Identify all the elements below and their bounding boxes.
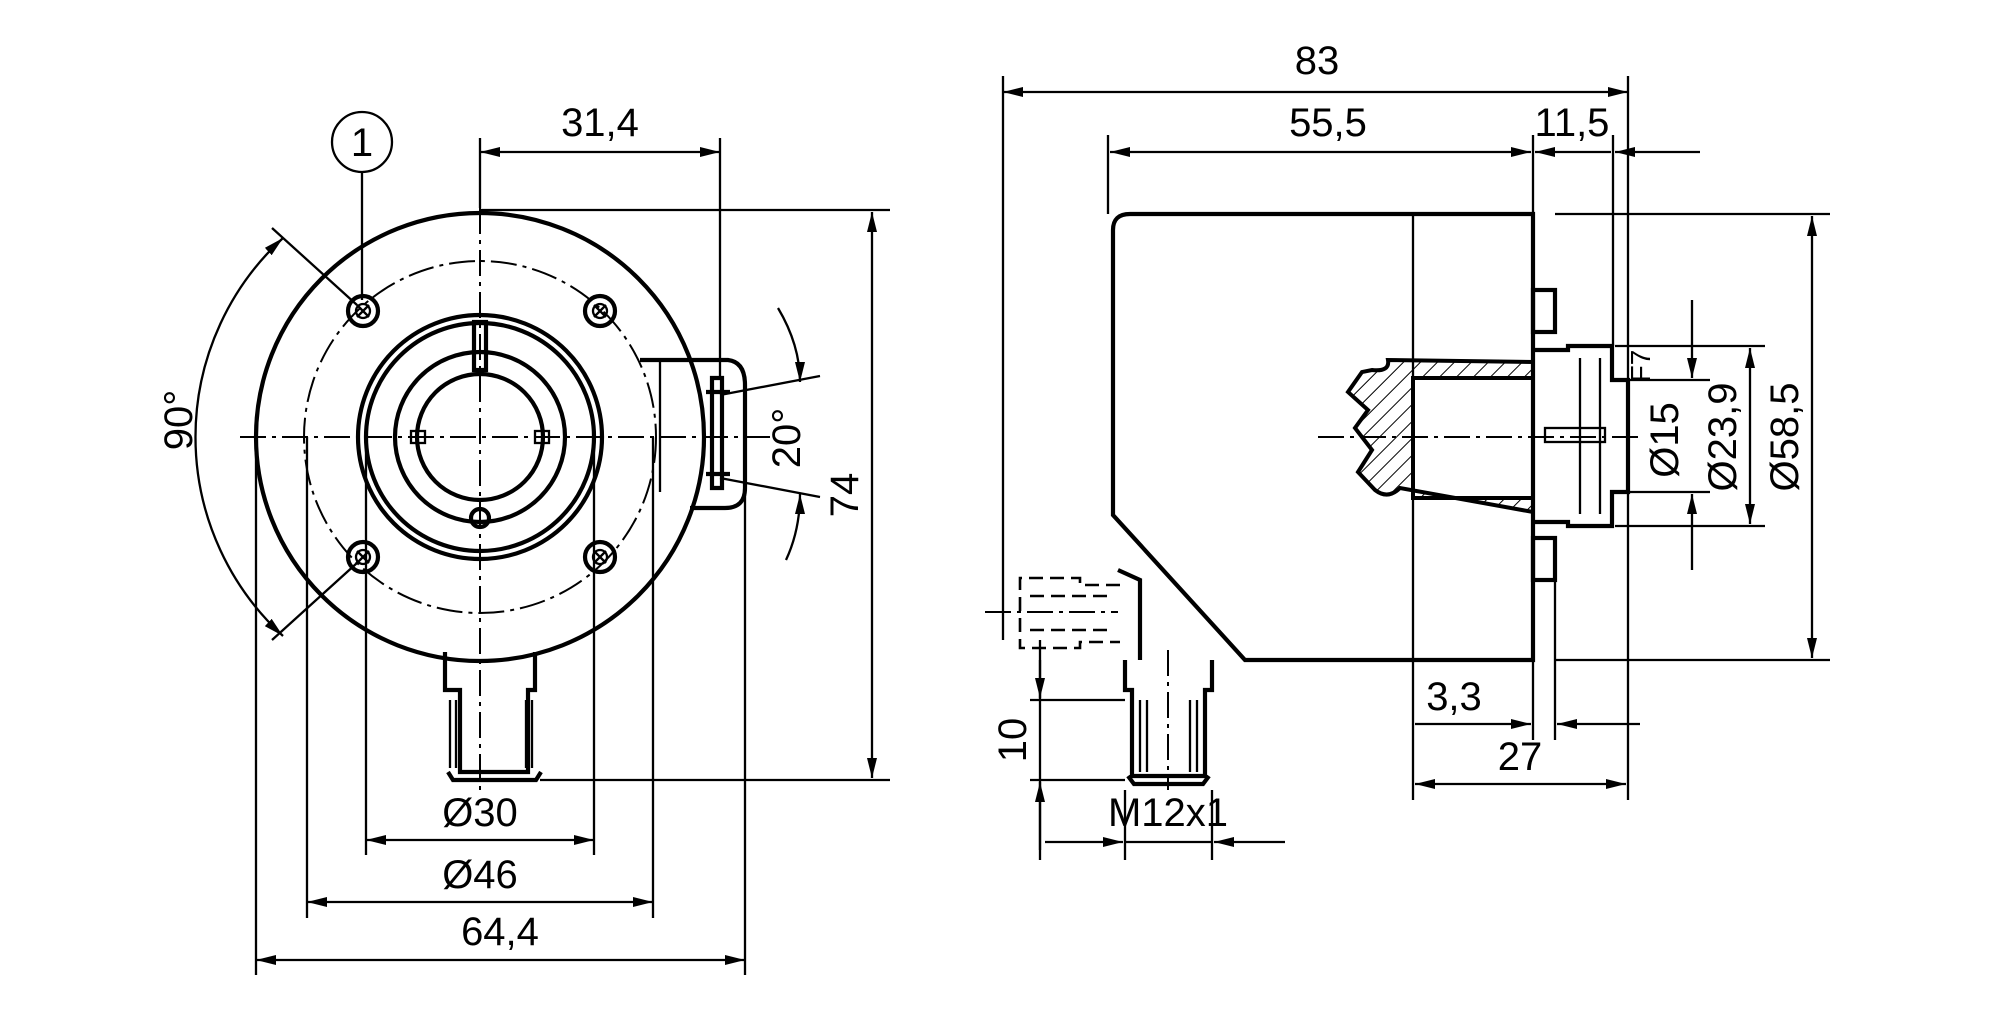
dim-label-bore-diameter: Ø15 — [1643, 402, 1687, 478]
angle-ext-line — [719, 374, 821, 397]
dim-label-housing-diameter: Ø58,5 — [1763, 383, 1807, 492]
angle-label-bolts: 90° — [157, 390, 201, 451]
front-connector — [442, 652, 543, 783]
dim-label-bore-tolerance: F7 — [1625, 350, 1656, 383]
angle-bolts-arc — [194, 237, 284, 637]
dim-label-shaft-depth: 27 — [1498, 735, 1543, 779]
clamp-slot — [706, 375, 730, 491]
callout-label: 1 — [351, 121, 373, 165]
dim-label-connector-thread: M12x1 — [1108, 791, 1228, 835]
dim-label-overall-width: 64,4 — [461, 910, 539, 954]
angle-connector-arc-top — [777, 307, 805, 383]
dim-label-body-length: 55,5 — [1289, 101, 1367, 145]
dim-label-offset: 3,3 — [1426, 675, 1482, 719]
dim-label-connector-offset: 10 — [991, 718, 1035, 763]
shaft-keyway — [1543, 426, 1607, 444]
face-screw-bottom — [1530, 535, 1558, 583]
dim-label-bolt-spacing: 31,4 — [561, 101, 639, 145]
face-screw-top — [1530, 287, 1558, 335]
side-connector — [1122, 650, 1215, 790]
angle-ext-line — [271, 562, 358, 641]
angle-connector-arc-bottom — [784, 493, 805, 561]
shaft-section — [1345, 357, 1535, 515]
mounting-screw-top-right — [582, 293, 618, 329]
side-view: 83 55,5 11,5 Ø15 F7 Ø23,9 Ø58,5 3,3 27 1… — [985, 39, 1830, 860]
dim-label-height: 74 — [823, 473, 867, 518]
dim-label-hub-diameter: Ø23,9 — [1701, 383, 1745, 492]
angle-ext-line — [271, 227, 358, 306]
angle-ext-line — [719, 476, 821, 499]
dim-label-shaft-diameter: Ø30 — [442, 791, 518, 835]
dim-label-flange-diameter: Ø46 — [442, 853, 518, 897]
dim-label-overall-length: 83 — [1295, 39, 1340, 83]
front-view: 31,4 74 Ø30 Ø46 64,4 90° 20° 1 — [157, 101, 890, 975]
side-connector-alt — [985, 568, 1143, 660]
mounting-screw-bottom-right — [582, 539, 618, 575]
housing-body — [1110, 211, 1536, 663]
angle-label-connector: 20° — [765, 408, 809, 469]
dim-label-shaft-length: 11,5 — [1535, 101, 1610, 145]
